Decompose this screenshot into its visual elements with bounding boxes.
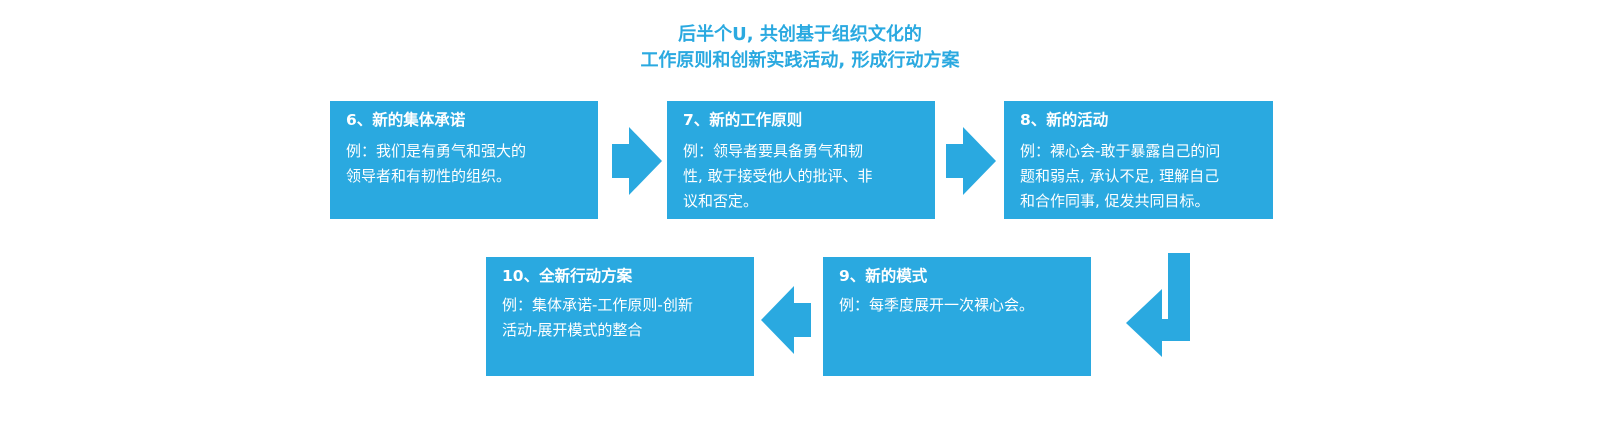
step-10-line-1: 例：集体承诺-工作原则-创新 bbox=[502, 296, 693, 314]
step-8-body: 例：裸心会-敢于暴露自己的问 题和弱点, 承认不足, 理解自己 和合作同事, 促… bbox=[1020, 139, 1259, 214]
step-7-heading: 7、新的工作原则 bbox=[683, 111, 803, 129]
arrow-down-left-icon bbox=[1126, 253, 1190, 357]
step-7-line-2: 性, 敢于接受他人的批评、非 bbox=[683, 167, 873, 185]
step-6-line-2: 领导者和有韧性的组织。 bbox=[346, 167, 512, 185]
diagram-title: 后半个U, 共创基于组织文化的 工作原则和创新实践活动, 形成行动方案 bbox=[0, 22, 1600, 74]
step-8-box: 8、新的活动 例：裸心会-敢于暴露自己的问 题和弱点, 承认不足, 理解自己 和… bbox=[1004, 101, 1273, 219]
step-10-line-2: 活动-展开模式的整合 bbox=[502, 321, 643, 339]
arrow-right-icon bbox=[946, 127, 996, 195]
step-6-box: 6、新的集体承诺 例：我们是有勇气和强大的 领导者和有韧性的组织。 bbox=[330, 101, 598, 219]
step-9-box: 9、新的模式 例：每季度展开一次裸心会。 bbox=[823, 257, 1091, 376]
step-7-body: 例：领导者要具备勇气和韧 性, 敢于接受他人的批评、非 议和否定。 bbox=[683, 139, 921, 214]
step-10-box: 10、全新行动方案 例：集体承诺-工作原则-创新 活动-展开模式的整合 bbox=[486, 257, 754, 376]
arrow-left-icon bbox=[761, 286, 811, 354]
step-9-heading: 9、新的模式 bbox=[839, 267, 928, 285]
title-line-2: 工作原则和创新实践活动, 形成行动方案 bbox=[640, 50, 960, 71]
arrow-right-icon bbox=[612, 127, 662, 195]
step-6-heading: 6、新的集体承诺 bbox=[346, 111, 466, 129]
step-8-line-2: 题和弱点, 承认不足, 理解自己 bbox=[1020, 167, 1220, 185]
step-6-line-1: 例：我们是有勇气和强大的 bbox=[346, 142, 527, 160]
step-7-box: 7、新的工作原则 例：领导者要具备勇气和韧 性, 敢于接受他人的批评、非 议和否… bbox=[667, 101, 935, 219]
step-8-line-1: 例：裸心会-敢于暴露自己的问 bbox=[1020, 142, 1221, 160]
step-9-body: 例：每季度展开一次裸心会。 bbox=[839, 293, 1077, 318]
title-line-1: 后半个U, 共创基于组织文化的 bbox=[678, 24, 922, 45]
step-6-body: 例：我们是有勇气和强大的 领导者和有韧性的组织。 bbox=[346, 139, 584, 189]
step-10-body: 例：集体承诺-工作原则-创新 活动-展开模式的整合 bbox=[502, 293, 740, 343]
step-9-line-1: 例：每季度展开一次裸心会。 bbox=[839, 296, 1035, 314]
step-8-line-3: 和合作同事, 促发共同目标。 bbox=[1020, 192, 1210, 210]
step-7-line-3: 议和否定。 bbox=[683, 192, 759, 210]
step-7-line-1: 例：领导者要具备勇气和韧 bbox=[683, 142, 864, 160]
step-10-heading: 10、全新行动方案 bbox=[502, 267, 633, 285]
step-8-heading: 8、新的活动 bbox=[1020, 111, 1109, 129]
